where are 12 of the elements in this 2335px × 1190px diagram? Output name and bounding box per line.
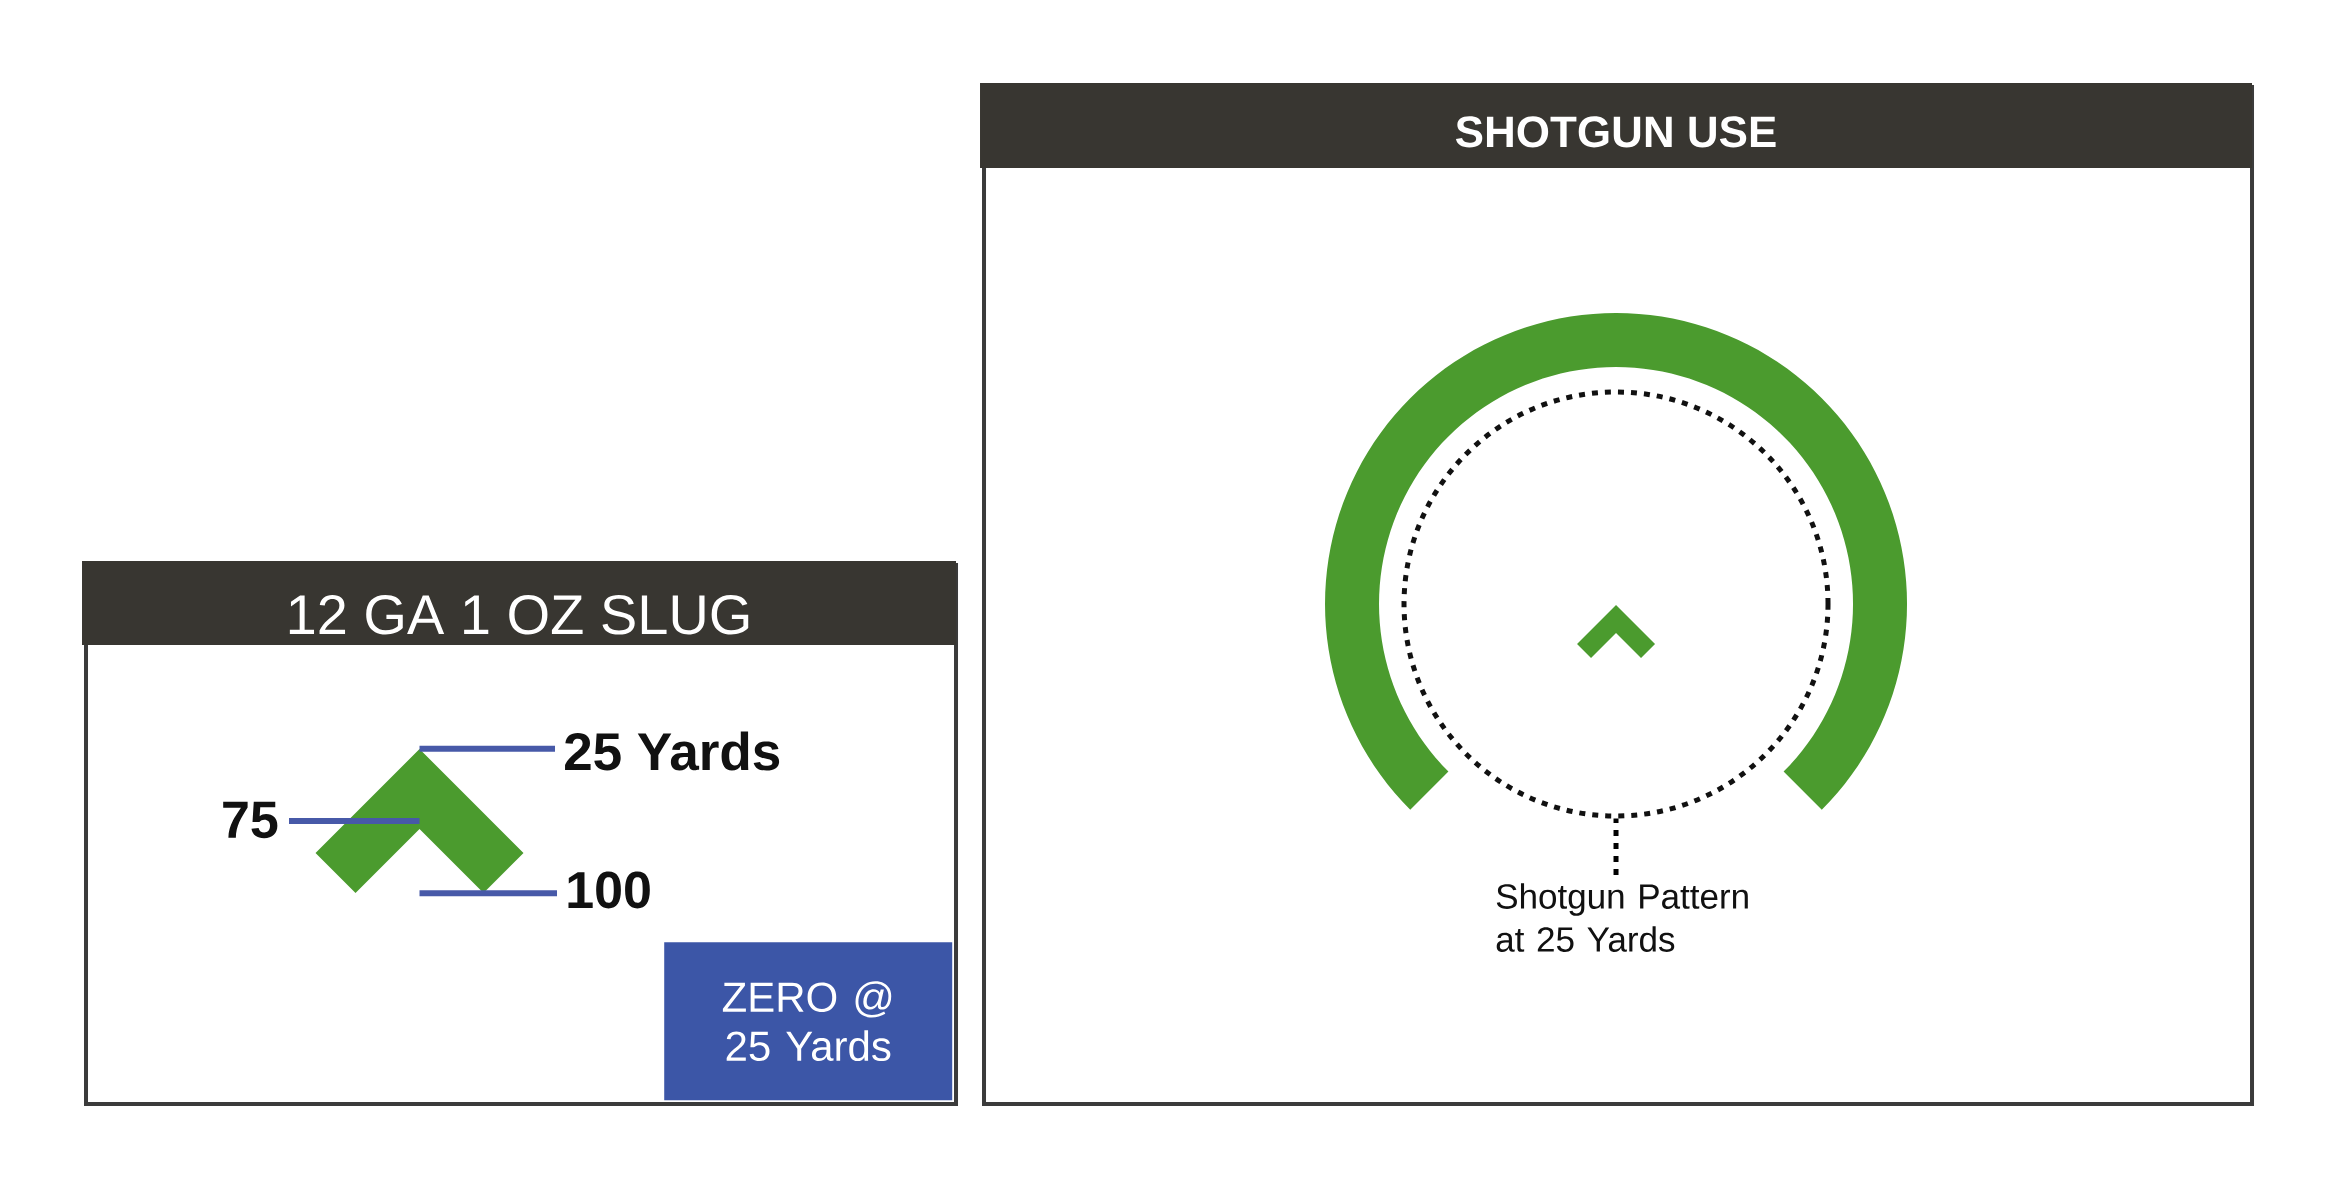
panel-header: 12 GA 1 OZ SLUG [82,561,956,645]
info-box: ZERO @ 25 Yards [664,942,953,1101]
callout-text: 25 Yards [565,731,780,771]
panel-header: SHOTGUN USE [980,83,2252,168]
leader-line [289,818,420,824]
chevron-mark [1577,605,1655,658]
leader-line [1613,818,1619,875]
callout-text: Shotgun Pattern at 25 Yards [1496,883,1748,952]
dotted-circle [1401,389,1831,819]
callout-text: 75 [223,801,278,839]
chevron-mark [315,749,524,893]
callout-text: 100 [568,871,650,909]
